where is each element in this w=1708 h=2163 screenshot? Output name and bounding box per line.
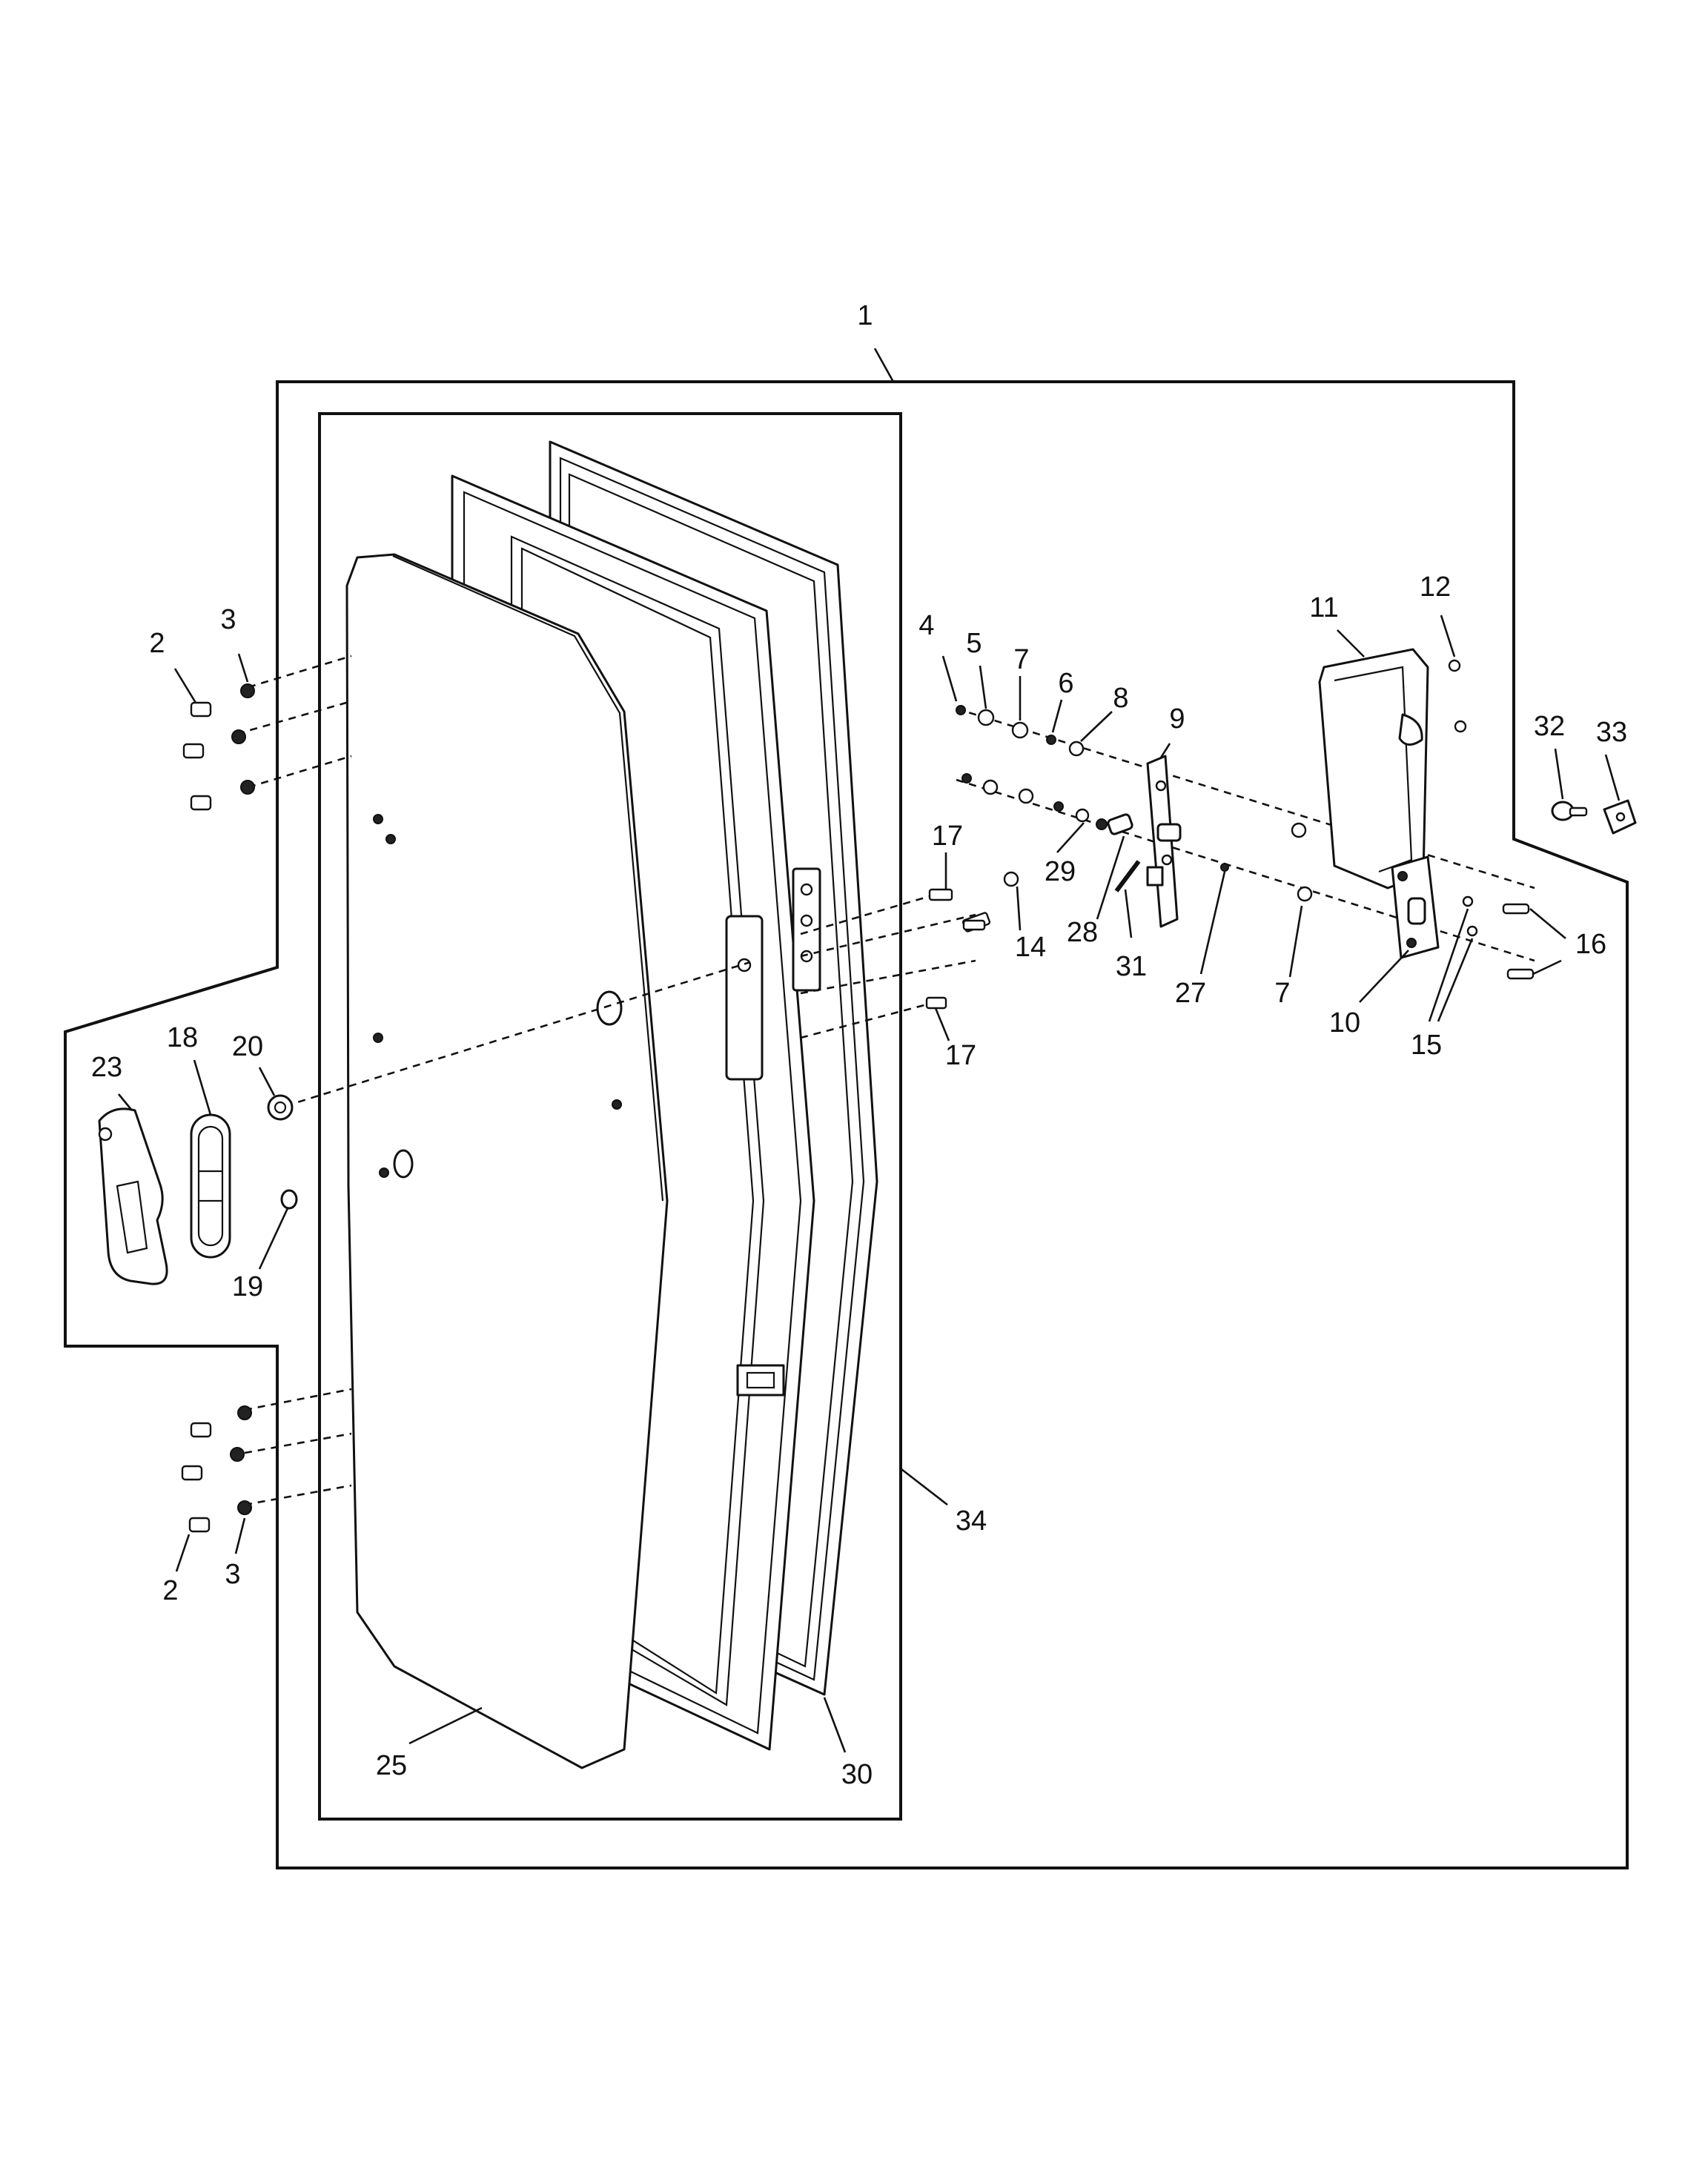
callout-3-lower: 3 [225, 1559, 240, 1590]
callout-4: 4 [918, 610, 934, 641]
callout-12: 12 [1420, 572, 1451, 603]
callout-27: 27 [1175, 978, 1206, 1009]
callout-17-upper: 17 [932, 821, 963, 852]
striker-plate [1391, 855, 1535, 980]
callout-10: 10 [1329, 1007, 1360, 1039]
callout-31: 31 [1116, 951, 1147, 982]
handle-gasket [190, 1113, 231, 1259]
interior-trim-panel [345, 553, 669, 1769]
latch-plate [1146, 755, 1182, 928]
exterior-handle [98, 1107, 168, 1285]
callout-25: 25 [376, 1750, 407, 1781]
callout-19: 19 [232, 1271, 263, 1302]
callout-20: 20 [232, 1031, 263, 1062]
callout-3-upper: 3 [220, 604, 236, 635]
callout-34: 34 [956, 1506, 987, 1537]
callout-2-lower: 2 [162, 1575, 178, 1606]
callout-32: 32 [1534, 711, 1565, 742]
latch-cover [1318, 648, 1467, 890]
callout-11: 11 [1309, 592, 1338, 623]
callout-29: 29 [1045, 856, 1076, 887]
clip-part [1603, 799, 1637, 835]
callout-7-lower: 7 [1274, 978, 1290, 1009]
callout-23: 23 [91, 1052, 122, 1083]
callout-33: 33 [1596, 717, 1627, 748]
callout-18: 18 [167, 1022, 198, 1053]
assembly-dashed-lines [236, 655, 1535, 1506]
handle-plug [280, 1189, 298, 1210]
callout-5: 5 [966, 628, 982, 659]
callout-7-upper: 7 [1013, 644, 1029, 675]
door-subassembly-box [318, 412, 902, 1821]
mounting-screws [925, 871, 1019, 1010]
callout-8: 8 [1113, 683, 1128, 714]
latch-hardware-row [956, 705, 1313, 902]
callout-15: 15 [1411, 1030, 1442, 1061]
callout-30: 30 [841, 1759, 873, 1790]
handle-nut [267, 1094, 294, 1121]
callout-16: 16 [1575, 929, 1606, 960]
callout-17-lower: 17 [945, 1040, 976, 1071]
callout-1: 1 [857, 300, 873, 331]
callout-9: 9 [1169, 703, 1185, 735]
callout-leaders [117, 348, 1621, 1753]
assembly-boundary [64, 380, 1629, 1869]
callout-6: 6 [1058, 668, 1073, 699]
callout-2-upper: 2 [149, 628, 165, 659]
bolt-washer-group-upper [182, 683, 255, 811]
bolt-washer-group-lower [181, 1405, 252, 1533]
callout-14: 14 [1015, 932, 1046, 963]
callout-labels: 1 2 3 2 3 4 5 7 6 8 9 11 12 32 33 17 29 … [91, 300, 1627, 1790]
callout-28: 28 [1067, 917, 1098, 948]
bushing-part [1551, 801, 1588, 821]
